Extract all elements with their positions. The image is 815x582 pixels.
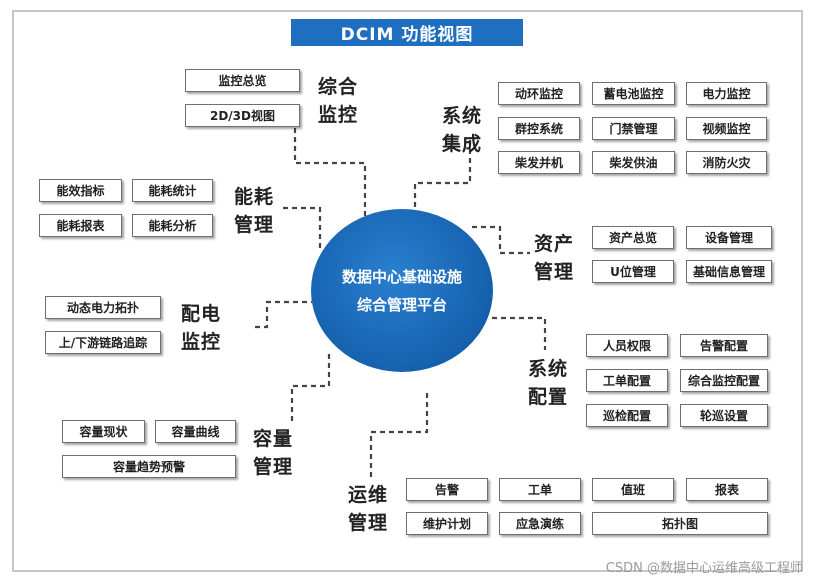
category-ops: 运维 管理 [348,484,389,534]
box-ops-6: 拓扑图 [592,512,768,535]
box-capacity-2: 容量趋势预警 [62,455,236,478]
connector-power [255,300,312,329]
box-integration-1: 蓄电池监控 [592,82,675,105]
category-power: 配电 监控 [181,303,222,353]
box-config-5: 轮巡设置 [680,404,768,427]
connector-energy [283,206,322,250]
box-ops-1: 工单 [499,478,581,501]
box-config-2: 工单配置 [586,369,668,392]
diagram-title: DCIM 功能视图 [291,19,523,46]
box-integration-6: 柴发并机 [498,151,580,174]
box-integration-4: 门禁管理 [592,117,675,140]
diagram-frame [12,10,803,572]
category-monitor: 综合 监控 [318,76,359,126]
box-ops-3: 报表 [686,478,768,501]
box-ops-5: 应急演练 [499,512,581,535]
connector-monitor [293,128,367,217]
box-config-4: 巡检配置 [586,404,668,427]
box-power-1: 上/下游链路追踪 [45,331,161,354]
box-integration-3: 群控系统 [498,117,580,140]
box-capacity-0: 容量现状 [62,420,145,443]
box-config-1: 告警配置 [680,334,768,357]
box-asset-3: 基础信息管理 [686,260,772,283]
box-config-0: 人员权限 [586,334,668,357]
connector-ops [369,393,429,478]
box-ops-4: 维护计划 [406,512,488,535]
box-asset-2: U位管理 [592,260,674,283]
box-monitor-1: 2D/3D视图 [185,104,300,127]
box-integration-7: 柴发供油 [592,151,675,174]
box-ops-0: 告警 [406,478,488,501]
box-integration-2: 电力监控 [686,82,767,105]
category-energy: 能耗 管理 [234,186,275,236]
connector-integration [413,140,472,210]
box-energy-2: 能耗报表 [39,214,122,237]
box-ops-2: 值班 [592,478,674,501]
center-line1: 数据中心基础设施 [341,267,462,286]
category-capacity: 容量 管理 [253,428,294,478]
box-integration-0: 动环监控 [498,82,580,105]
box-asset-1: 设备管理 [686,226,772,249]
box-capacity-1: 容量曲线 [155,420,236,443]
box-power-0: 动态电力拓扑 [45,296,161,319]
box-integration-8: 消防火灾 [686,151,767,174]
category-integration: 系统 集成 [442,105,483,155]
category-asset: 资产 管理 [534,233,575,283]
box-energy-0: 能效指标 [39,179,122,202]
center-platform: 数据中心基础设施 综合管理平台 [311,209,493,372]
box-integration-5: 视频监控 [686,117,767,140]
box-energy-1: 能耗统计 [132,179,213,202]
box-energy-3: 能耗分析 [132,214,213,237]
center-line2: 综合管理平台 [356,295,447,314]
connector-capacity [290,353,331,421]
connector-config [492,316,547,350]
box-asset-0: 资产总览 [592,226,674,249]
connector-asset [472,225,530,255]
box-monitor-0: 监控总览 [185,69,300,92]
category-config: 系统 配置 [528,358,569,408]
watermark: CSDN @数据中心运维高级工程师 [605,561,803,576]
box-config-3: 综合监控配置 [680,369,768,392]
